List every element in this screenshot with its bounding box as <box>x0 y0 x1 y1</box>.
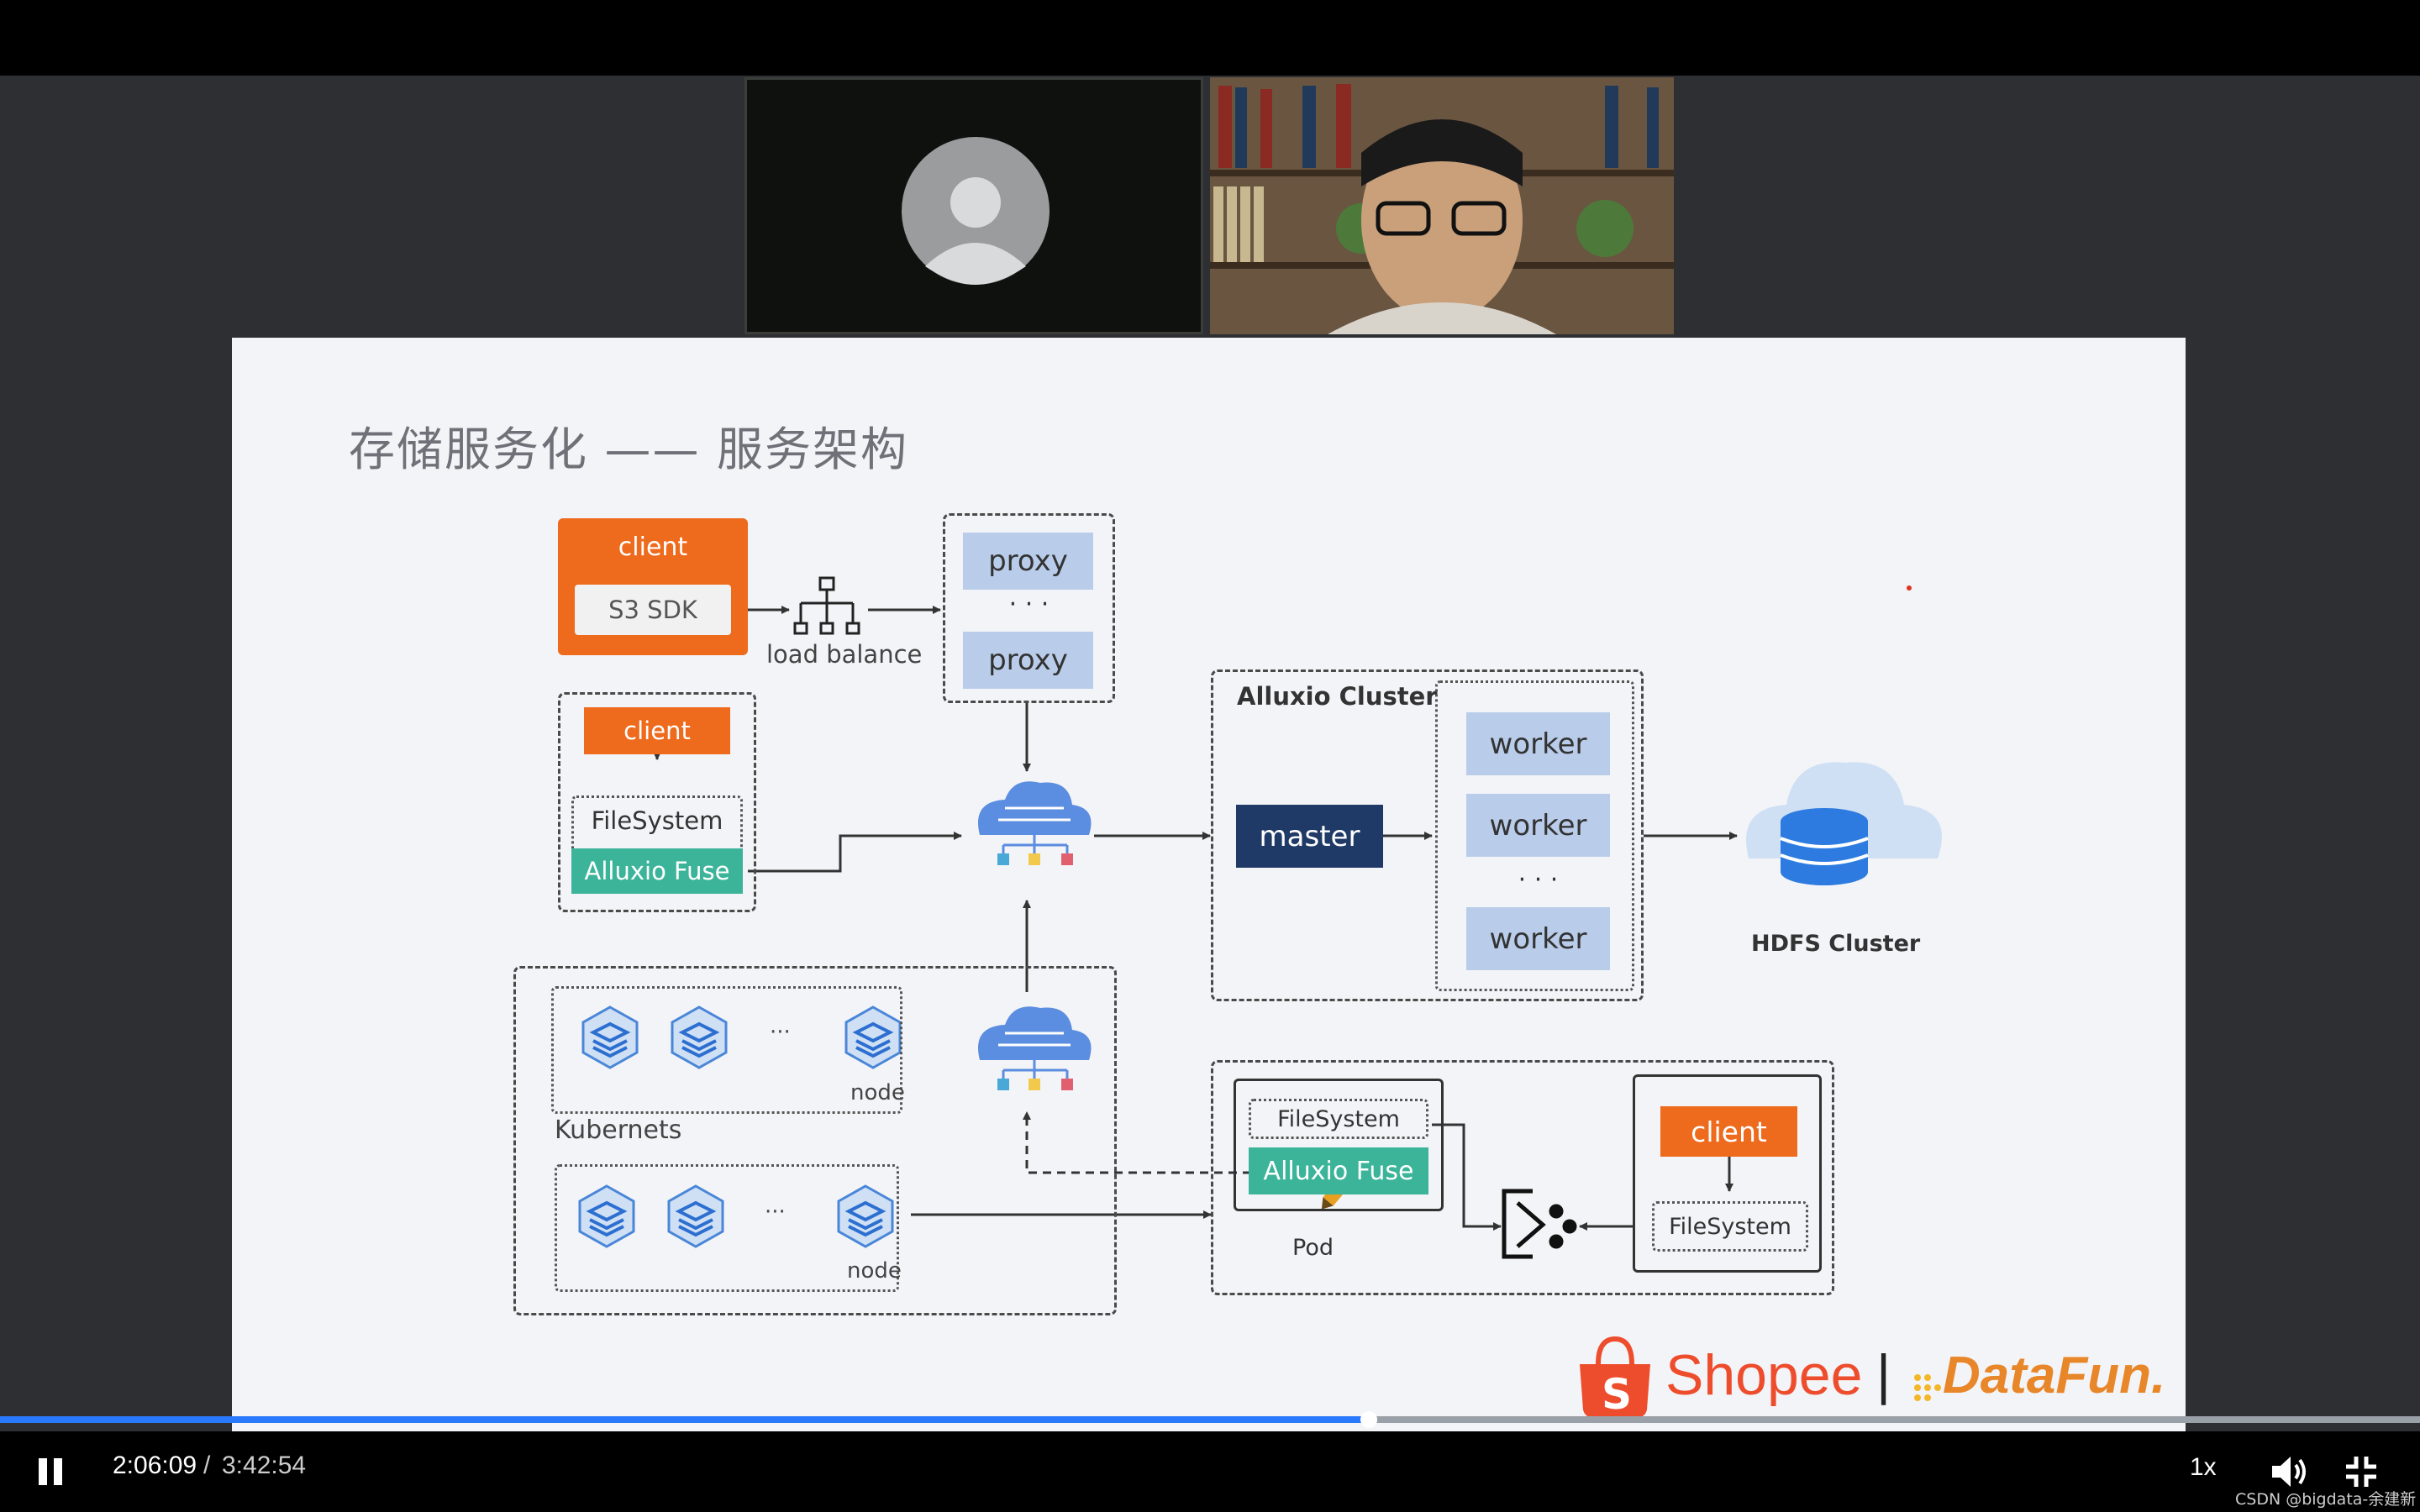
load-balance-icon <box>793 576 860 635</box>
kubernetes-node-group-1 <box>551 986 902 1114</box>
worker-ellipsis: · · · <box>1518 865 1559 895</box>
selector-share-icon <box>1502 1189 1577 1259</box>
fuse-client-group <box>558 692 756 912</box>
s3-sdk-box: S3 SDK <box>575 585 731 635</box>
proxy-box-1: proxy <box>963 533 1093 590</box>
volume-icon[interactable] <box>2269 1453 2307 1490</box>
shopee-logo-text: Shopee <box>1665 1343 1863 1407</box>
kubernetes-group <box>513 966 1117 1315</box>
time-separator: / <box>203 1452 211 1479</box>
worker-box-2: worker <box>1466 794 1610 857</box>
svg-text:S: S <box>1602 1370 1632 1419</box>
fuse-client-box: client <box>584 707 730 754</box>
logo-separator: | <box>1876 1343 1891 1405</box>
architecture-connectors: S <box>578 576 1942 1419</box>
node-label-2: node <box>847 1258 902 1284</box>
pod-client-filesystem-box: FileSystem <box>1652 1201 1808 1252</box>
kubernetes-node-group-2 <box>555 1164 899 1292</box>
exit-fullscreen-icon[interactable] <box>2344 1455 2378 1488</box>
participant-tile-camera[interactable] <box>1210 77 1674 334</box>
laser-pointer-dot <box>1907 585 1912 591</box>
playback-speed-button[interactable]: 1x <box>2190 1453 2217 1481</box>
pod-box <box>1234 1079 1444 1211</box>
slide-title: 存储服务化 —— 服务架构 <box>349 423 908 476</box>
datafun-logo-text: DataFun. <box>1943 1347 2166 1404</box>
camera-video-feed <box>1210 77 1674 334</box>
pod-client-box: client <box>1660 1106 1797 1157</box>
kubernetes-label: Kubernets <box>555 1116 682 1145</box>
alluxio-cluster-title: Alluxio Cluster <box>1237 682 1438 711</box>
player-control-bar: 2:06:09 / 3:42:54 1x CSDN @bigdata-余建新 <box>0 1431 2420 1512</box>
progress-bar-fill <box>0 1416 1369 1423</box>
pause-icon[interactable] <box>35 1455 66 1488</box>
network-cloud-icon-bottom <box>978 1006 1092 1090</box>
s3-client-label: client <box>618 533 688 562</box>
worker-box-3: worker <box>1466 907 1610 970</box>
top-black-bar <box>0 0 2420 76</box>
participant-tile-avatar[interactable] <box>744 77 1203 334</box>
fuse-alluxio-box: Alluxio Fuse <box>571 848 743 894</box>
current-time: 2:06:09 <box>113 1452 197 1479</box>
worker-box-1: worker <box>1466 712 1610 775</box>
load-balance-label: load balance <box>766 640 923 669</box>
hdfs-cluster-label: HDFS Cluster <box>1751 931 1921 957</box>
node-ellipsis-1: ··· <box>770 1020 791 1045</box>
datafun-logo-icon <box>1914 1374 1941 1401</box>
network-cloud-icon-top <box>978 781 1092 865</box>
pod-label: Pod <box>1292 1235 1334 1261</box>
node-ellipsis-2: ··· <box>765 1200 786 1225</box>
proxy-ellipsis: · · · <box>1008 590 1050 619</box>
proxy-box-2: proxy <box>963 632 1093 689</box>
user-avatar-icon <box>902 137 1050 285</box>
shopee-logo-icon: S <box>1580 1336 1650 1419</box>
proxy-group <box>943 513 1115 703</box>
watermark: CSDN @bigdata-余建新 <box>2235 1490 2417 1509</box>
progress-bar[interactable] <box>0 1411 2420 1428</box>
alluxio-cluster-group <box>1211 669 1644 1001</box>
master-box: master <box>1236 805 1383 868</box>
pod-filesystem-box: FileSystem <box>1249 1099 1428 1139</box>
hdfs-database-icon <box>1746 762 1942 885</box>
fuse-filesystem-label: FileSystem <box>591 806 723 835</box>
presentation-slide: 存储服务化 —— 服务架构 <box>232 338 2186 1431</box>
pod-client-group <box>1633 1074 1822 1273</box>
progress-bar-knob[interactable] <box>1360 1411 1377 1428</box>
pod-alluxio-fuse-box: Alluxio Fuse <box>1249 1147 1428 1194</box>
worker-group <box>1435 680 1634 991</box>
pod-area-group <box>1211 1060 1834 1295</box>
node-label-1: node <box>850 1080 905 1105</box>
total-time: 3:42:54 <box>222 1452 307 1479</box>
kubernetes-node-cubes <box>578 1005 902 1248</box>
